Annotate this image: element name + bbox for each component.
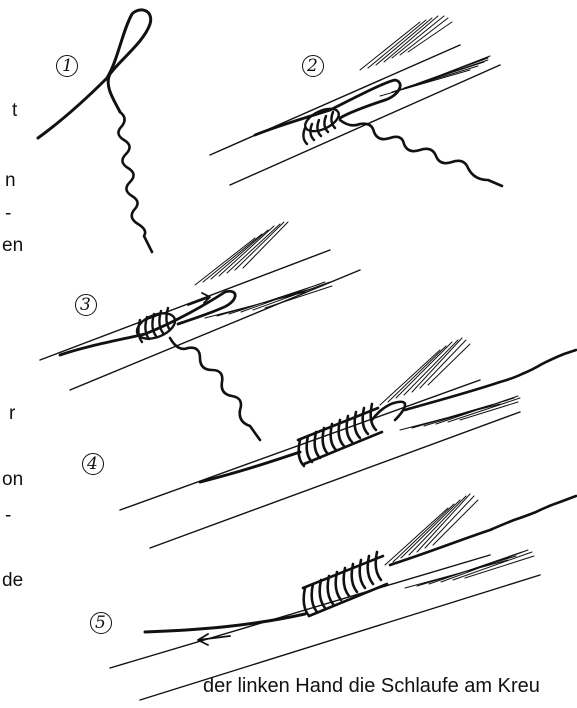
step-5-number: 5 bbox=[95, 615, 106, 632]
step-2-number: 2 bbox=[307, 58, 318, 75]
step-1-number: 1 bbox=[62, 58, 73, 75]
step-4-wrap bbox=[120, 338, 576, 548]
step-2-wrap-start bbox=[210, 16, 502, 186]
step-1-loop bbox=[38, 10, 152, 252]
step-3-wrap bbox=[40, 222, 360, 440]
step-3-number: 3 bbox=[80, 297, 91, 314]
caption-text: der linken Hand die Schlaufe am Kreu bbox=[203, 675, 577, 698]
step-5-finish bbox=[110, 494, 576, 700]
step-4-number: 4 bbox=[87, 456, 98, 473]
